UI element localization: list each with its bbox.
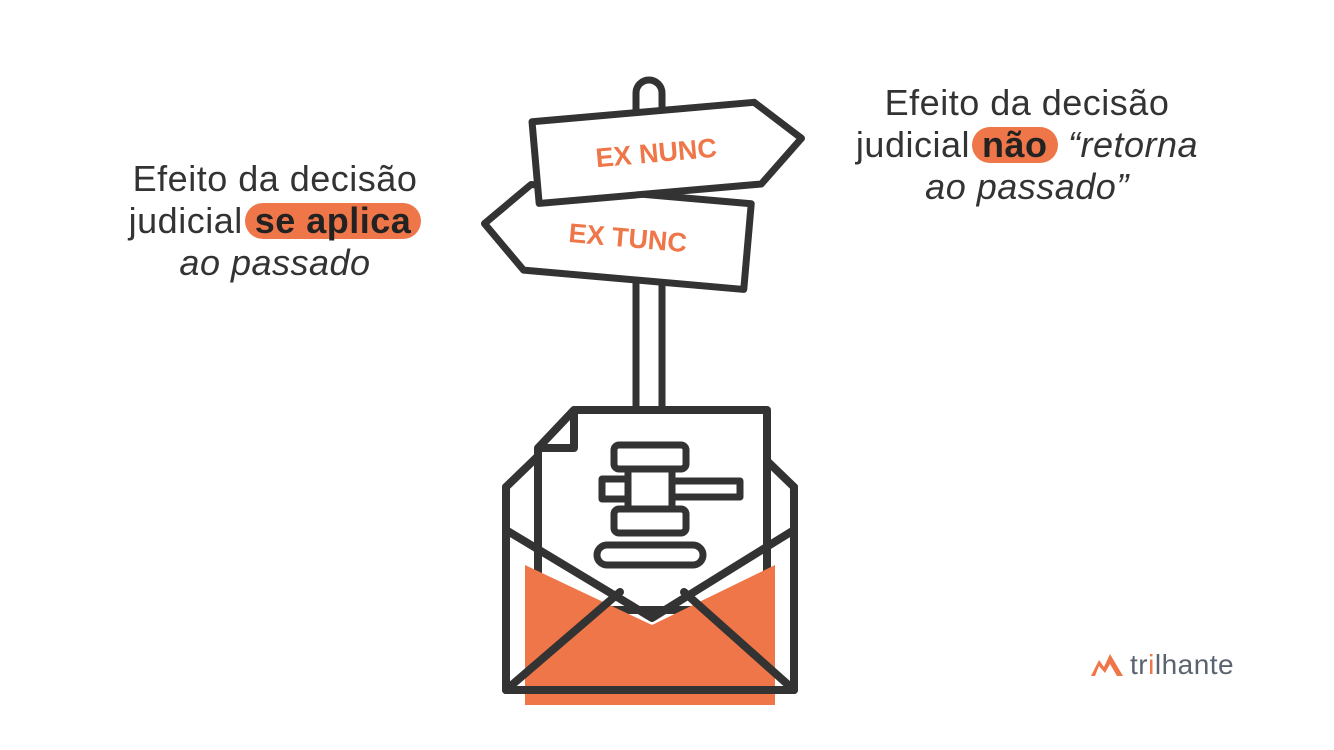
caption-left-prefix: judicial bbox=[128, 200, 243, 241]
caption-right-prefix: judicial bbox=[855, 124, 970, 165]
envelope-front-fill bbox=[525, 565, 775, 705]
logo-text-part1: tr bbox=[1130, 649, 1149, 680]
highlight-se-aplica: se aplica bbox=[244, 203, 422, 239]
gavel-icon bbox=[593, 441, 744, 569]
logo-text-part2: lhante bbox=[1154, 649, 1235, 680]
caption-right-line3: ao passado” bbox=[925, 166, 1129, 207]
caption-right-line1: Efeito da decisão bbox=[884, 82, 1170, 123]
envelope-front-outline bbox=[502, 483, 798, 694]
sign-ex-tunc: EX TUNC bbox=[480, 180, 755, 293]
trilhante-logo: trilhante bbox=[1090, 648, 1234, 682]
highlight-nao: não bbox=[971, 127, 1058, 163]
logo-text-accent: i bbox=[1148, 649, 1155, 680]
caption-right-suffix: “retorna bbox=[1068, 124, 1199, 165]
logo-text: trilhante bbox=[1130, 649, 1234, 681]
caption-left-line1: Efeito da decisão bbox=[132, 158, 418, 199]
sign-ex-nunc: EX NUNC bbox=[528, 98, 805, 207]
mountain-icon bbox=[1091, 654, 1123, 676]
caption-left-line3: ao passado bbox=[179, 242, 371, 283]
